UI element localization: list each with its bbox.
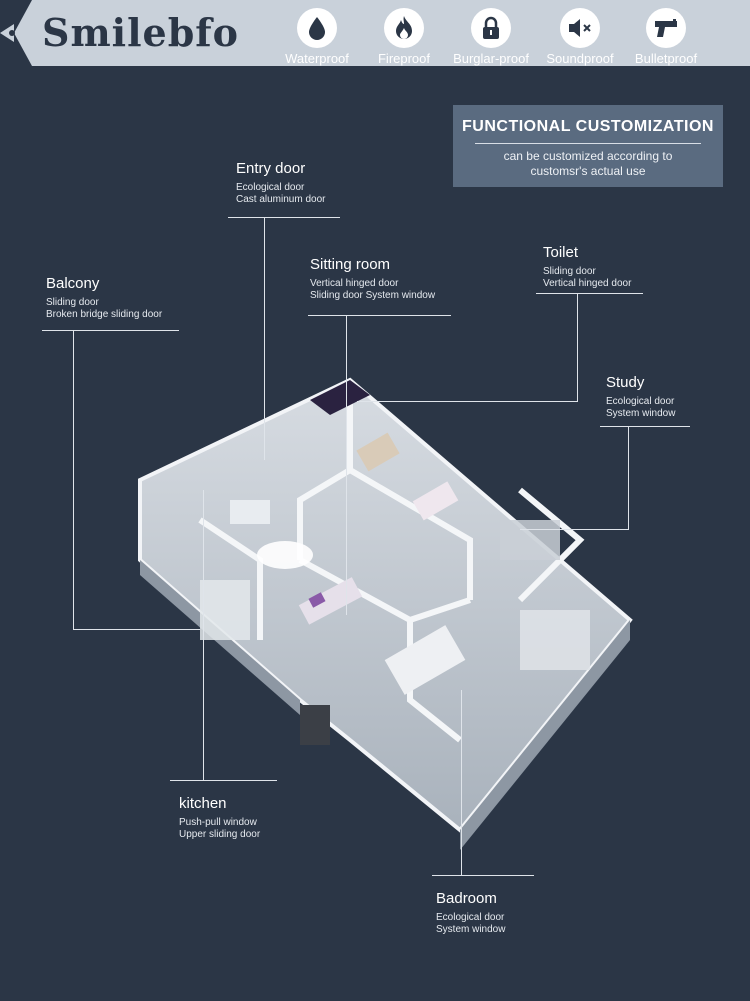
feature-label: Burglar-proof bbox=[453, 51, 529, 66]
gun-icon bbox=[646, 8, 686, 48]
room-desc: Sliding door Broken bridge sliding door bbox=[46, 297, 162, 321]
feature-label: Waterproof bbox=[285, 51, 349, 66]
leader-line-study-horizontal bbox=[520, 529, 629, 530]
room-desc: Push-pull window Upper sliding door bbox=[179, 817, 260, 841]
room-desc-line: Vertical hinged door bbox=[543, 278, 632, 289]
leader-line-sitting-room bbox=[308, 315, 451, 316]
room-desc-line: System window bbox=[606, 408, 676, 419]
room-label-sitting-room: Sitting room Vertical hinged door Slidin… bbox=[310, 256, 435, 302]
room-desc-line: Broken bridge sliding door bbox=[46, 309, 163, 320]
leader-line-kitchen bbox=[170, 780, 277, 781]
leader-line-balcony-horizontal bbox=[73, 629, 200, 630]
room-title: Balcony bbox=[46, 275, 100, 292]
room-label-toilet: Toilet Sliding door Vertical hinged door bbox=[543, 244, 631, 290]
feature-waterproof: Waterproof bbox=[277, 8, 357, 66]
room-desc: Ecological door System window bbox=[606, 396, 675, 420]
room-desc-line: Sliding door System window bbox=[310, 290, 436, 301]
leader-line-balcony bbox=[42, 330, 179, 331]
room-title: Sitting room bbox=[310, 256, 391, 273]
feature-label: Soundproof bbox=[546, 51, 614, 66]
room-desc-line: Upper sliding door bbox=[179, 829, 261, 840]
room-desc-line: System window bbox=[436, 924, 506, 935]
leader-line-badroom bbox=[432, 875, 534, 876]
leader-line-toilet-vertical bbox=[577, 293, 578, 401]
leader-line-sitting-room-vertical bbox=[346, 315, 347, 615]
room-desc: Ecological door System window bbox=[436, 912, 505, 936]
feature-fireproof: Fireproof bbox=[364, 8, 444, 66]
leader-line-study bbox=[600, 426, 690, 427]
room-desc-line: Ecological door bbox=[606, 396, 675, 407]
customization-title: FUNCTIONAL CUSTOMIZATION bbox=[462, 118, 714, 135]
leader-line-entry-door bbox=[228, 217, 340, 218]
room-title: kitchen bbox=[179, 795, 227, 812]
room-title: Entry door bbox=[236, 160, 306, 177]
leader-line-toilet-horizontal bbox=[357, 401, 578, 402]
header-band: Smilebfo Waterproof Fireproof Burglar-pr… bbox=[0, 0, 750, 66]
leader-line-toilet bbox=[536, 293, 643, 294]
flame-icon bbox=[384, 8, 424, 48]
feature-label: Bulletproof bbox=[634, 51, 698, 66]
room-desc-line: Push-pull window bbox=[179, 817, 257, 828]
room-desc: Ecological door Cast aluminum door bbox=[236, 182, 325, 206]
room-desc-line: Cast aluminum door bbox=[236, 194, 326, 205]
room-desc-line: Vertical hinged door bbox=[310, 278, 399, 289]
customization-box: FUNCTIONAL CUSTOMIZATION can be customiz… bbox=[453, 105, 723, 187]
brand-logo: Smilebfo bbox=[42, 10, 239, 55]
room-label-badroom: Badroom Ecological door System window bbox=[436, 890, 505, 936]
room-title: Toilet bbox=[543, 244, 579, 261]
customization-subtitle: can be customized according to customsr'… bbox=[453, 149, 723, 179]
room-label-balcony: Balcony Sliding door Broken bridge slidi… bbox=[46, 275, 162, 321]
feature-soundproof: Soundproof bbox=[540, 8, 620, 66]
customization-divider bbox=[475, 143, 701, 144]
leader-line-study-vertical bbox=[628, 426, 629, 529]
room-desc-line: Ecological door bbox=[436, 912, 505, 923]
feature-bulletproof: Bulletproof bbox=[626, 8, 706, 66]
water-drop-icon bbox=[297, 8, 337, 48]
customization-subtitle-line2: customsr's actual use bbox=[530, 164, 646, 178]
leader-line-kitchen-vertical bbox=[203, 490, 204, 780]
speaker-mute-icon bbox=[560, 8, 600, 48]
leader-line-entry-door-vertical bbox=[264, 217, 265, 460]
room-title: Badroom bbox=[436, 890, 497, 907]
room-label-entry-door: Entry door Ecological door Cast aluminum… bbox=[236, 160, 325, 206]
leader-line-badroom-vertical bbox=[461, 690, 462, 875]
room-desc-line: Ecological door bbox=[236, 182, 305, 193]
room-desc: Sliding door Vertical hinged door bbox=[543, 266, 631, 290]
lock-icon bbox=[471, 8, 511, 48]
room-label-kitchen: kitchen Push-pull window Upper sliding d… bbox=[179, 795, 260, 841]
room-desc-line: Sliding door bbox=[46, 297, 99, 308]
room-desc-line: Sliding door bbox=[543, 266, 596, 277]
room-label-study: Study Ecological door System window bbox=[606, 374, 675, 420]
leader-line-balcony-vertical bbox=[73, 330, 74, 629]
customization-subtitle-line1: can be customized according to bbox=[503, 149, 673, 163]
feature-label: Fireproof bbox=[377, 51, 431, 66]
room-title: Study bbox=[606, 374, 645, 391]
feature-burglar-proof: Burglar-proof bbox=[451, 8, 531, 66]
room-desc: Vertical hinged door Sliding door System… bbox=[310, 278, 435, 302]
